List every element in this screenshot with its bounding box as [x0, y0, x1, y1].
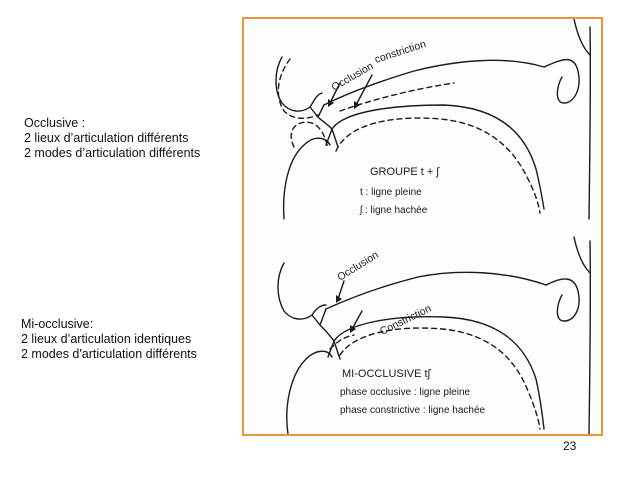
- label-constriction-top: constriction: [373, 38, 427, 66]
- figure-bottom-title: MI-OCCLUSIVE tʃ: [342, 368, 432, 380]
- caption-mi-occlusive-modes: 2 modes d'articulation différents: [21, 347, 197, 362]
- caption-mi-occlusive: Mi-occlusive: 2 lieux d’articulation ide…: [21, 317, 197, 362]
- velum-bottom: [546, 279, 579, 321]
- upper-lip-bottom: [278, 263, 326, 319]
- legend-dashed-top: ʃ : ligne hachée: [359, 205, 428, 216]
- velum-top-edge: [574, 19, 590, 55]
- pointer-arrows: [330, 75, 372, 329]
- figure-top-title: GROUPE t + ʃ: [370, 166, 440, 178]
- label-occlusion-bottom: Occlusion: [335, 249, 381, 284]
- caption-occlusive: Occlusive : 2 lieux d’articulation diffé…: [24, 116, 200, 161]
- caption-occlusive-title: Occlusive :: [24, 116, 200, 131]
- palate-bottom: [326, 272, 546, 309]
- pharynx-wall-bottom: [589, 241, 590, 434]
- legend-solid-top: t : ligne pleine: [360, 187, 422, 198]
- caption-occlusive-modes: 2 modes d’articulation différents: [24, 146, 200, 161]
- articulation-diagram: Occlusion constriction GROUPE t + ʃ t : …: [244, 19, 601, 434]
- caption-occlusive-places: 2 lieux d’articulation différents: [24, 131, 200, 146]
- page-number: 23: [563, 439, 576, 453]
- lower-lip-bottom: [287, 351, 332, 434]
- lower-lip-dashed-top: [291, 122, 328, 149]
- velum-bottom-edge: [574, 237, 590, 273]
- label-occlusion-top: Occlusion: [330, 60, 376, 94]
- legend-dashed-bottom: phase constrictive : ligne hachée: [340, 405, 486, 416]
- lower-lip-top: [284, 138, 330, 219]
- upper-lip-top: [276, 57, 322, 111]
- tongue-tip-solid-bottom: [320, 325, 334, 341]
- pharynx-wall-top: [589, 27, 590, 219]
- arrow-heads: [328, 99, 360, 333]
- legend-solid-bottom: phase occlusive : ligne pleine: [340, 387, 471, 398]
- caption-mi-occlusive-places: 2 lieux d’articulation identiques: [21, 332, 197, 347]
- caption-mi-occlusive-title: Mi-occlusive:: [21, 317, 197, 332]
- velum-top: [544, 60, 579, 103]
- lower-incisor-top: [326, 129, 338, 147]
- tongue-tip-solid-top: [318, 117, 332, 129]
- lower-incisor-bottom: [328, 341, 340, 359]
- articulation-figure-frame: Occlusion constriction GROUPE t + ʃ t : …: [242, 17, 603, 436]
